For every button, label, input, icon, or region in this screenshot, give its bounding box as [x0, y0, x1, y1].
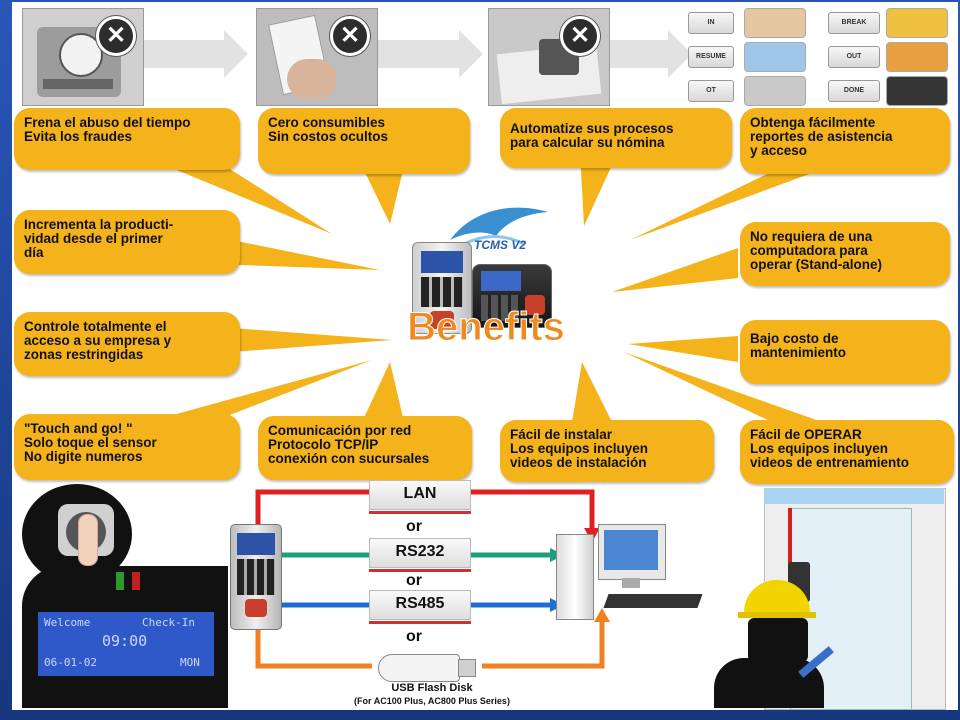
- tcms-logo: TCMS V2: [444, 200, 554, 256]
- usb-icon: [378, 652, 476, 682]
- time-clock-photo: [22, 8, 144, 106]
- meal-icon: [886, 8, 948, 38]
- status-done: DONE: [828, 80, 880, 102]
- lcd-screen: Welcome Check-In 09:00 06-01-02 MON: [38, 612, 214, 676]
- or-label: or: [406, 518, 422, 535]
- tcms-logo-text: TCMS V2: [474, 238, 527, 252]
- status-in: IN: [688, 12, 734, 34]
- lcd-mode: Check-In: [142, 616, 195, 629]
- bubble-pointers: [162, 152, 842, 422]
- lcd-time: 09:00: [102, 632, 148, 650]
- conn-rs232-label: RS232: [369, 538, 471, 572]
- moon-icon: [886, 76, 948, 106]
- or-label: or: [406, 628, 422, 645]
- or-label: or: [406, 572, 422, 589]
- fingerprint-terminal: [472, 264, 552, 328]
- status-resume: RESUME: [688, 46, 734, 68]
- conn-rs485-label: RS485: [369, 590, 471, 624]
- dolphin-icon: [450, 207, 548, 246]
- worker-icon: [744, 76, 806, 106]
- status-ot: OT: [688, 80, 734, 102]
- conn-lan-label: LAN: [369, 480, 471, 514]
- sunset-icon: [886, 42, 948, 72]
- lcd-illustration: Welcome Check-In 09:00 06-01-02 MON: [22, 484, 228, 708]
- paper-calculation-photo: [488, 8, 610, 106]
- door-in-icon: [744, 8, 806, 38]
- installation-illustration: [704, 488, 954, 710]
- lcd-welcome: Welcome: [44, 616, 91, 629]
- process-arrows: [140, 30, 692, 78]
- x-icon: ✕: [96, 16, 136, 56]
- benefits-title: Benefits: [376, 298, 596, 354]
- x-icon: ✕: [560, 16, 600, 56]
- status-break: BREAK: [828, 12, 880, 34]
- clock-icon: [744, 42, 806, 72]
- slide-panel: ✕ ✕ ✕ IN BREAK RESUME OUT OT DONE: [12, 2, 958, 710]
- usb-note: (For AC100 Plus, AC800 Plus Series): [354, 696, 510, 706]
- computer-icon: [556, 524, 706, 628]
- lcd-day: MON: [180, 656, 200, 669]
- benefit-bubble: Incrementa la producti-vidad desde el pr…: [14, 210, 240, 274]
- lcd-date: 06-01-02: [44, 656, 97, 669]
- status-panel: IN BREAK RESUME OUT OT DONE: [688, 6, 950, 106]
- x-icon: ✕: [330, 16, 370, 56]
- benefits-title-text: Benefits: [407, 305, 565, 349]
- status-out: OUT: [828, 46, 880, 68]
- usb-label: USB Flash Disk: [391, 682, 473, 694]
- fingerprint-terminal: [412, 242, 472, 334]
- small-terminal: [230, 524, 282, 630]
